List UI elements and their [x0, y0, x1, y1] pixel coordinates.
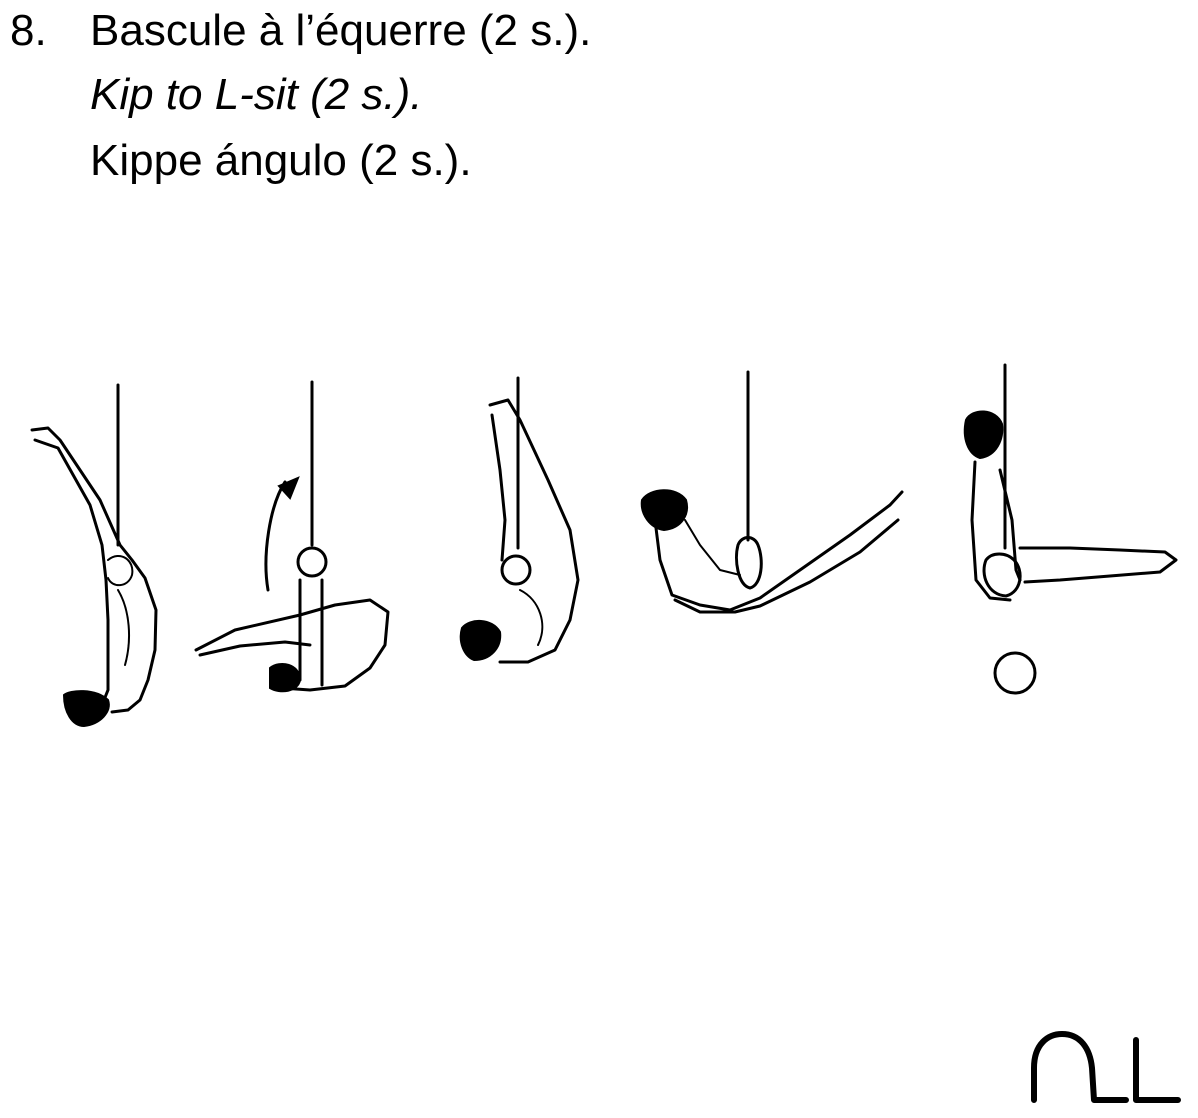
body-outline-top	[653, 490, 904, 612]
l-sit-symbol-icon	[1031, 1031, 1181, 1103]
body-outline	[194, 598, 390, 692]
body-outline-back	[488, 398, 580, 664]
gymnast-kip-icon	[194, 380, 390, 693]
motion-arrow-head	[277, 476, 300, 500]
gymnast-pike-swing-icon	[459, 376, 580, 664]
ring	[982, 552, 1022, 598]
arm-line	[519, 589, 544, 646]
torso-front	[998, 468, 1022, 582]
element-name-english: Kip to L-sit (2 s.).	[90, 70, 423, 119]
head	[62, 690, 110, 728]
ring	[735, 536, 763, 590]
ring	[296, 546, 328, 578]
symbol-arch-stroke	[1031, 1031, 1129, 1103]
head	[963, 410, 1004, 460]
head	[269, 663, 302, 693]
arm-line	[684, 519, 741, 576]
arm-line	[117, 589, 130, 666]
gymnast-support-l-sit-icon	[963, 363, 1178, 695]
ring	[500, 554, 532, 586]
body-outline-front	[33, 438, 110, 702]
leg-line	[198, 640, 312, 657]
body-outline-bottom	[673, 518, 900, 614]
symbol-l-stroke	[1133, 1037, 1181, 1103]
ring	[107, 555, 134, 587]
element-name-french: Bascule à l’équerre (2 s.).	[90, 6, 592, 55]
body-outline-back	[30, 426, 158, 714]
hold-circle-icon	[993, 651, 1037, 695]
leg-line	[490, 413, 507, 562]
arms	[298, 578, 324, 687]
element-name-spanish: Kippe ángulo (2 s.).	[90, 136, 472, 185]
torso-back	[970, 460, 1012, 602]
legs-outline	[1018, 546, 1178, 584]
element-number: 8.	[10, 6, 47, 55]
motion-arrow-shaft	[264, 480, 287, 592]
head	[459, 620, 502, 662]
gymnast-inverted-pike-icon	[30, 383, 158, 728]
head	[640, 489, 688, 532]
gymnast-l-sit-icon	[640, 370, 904, 614]
